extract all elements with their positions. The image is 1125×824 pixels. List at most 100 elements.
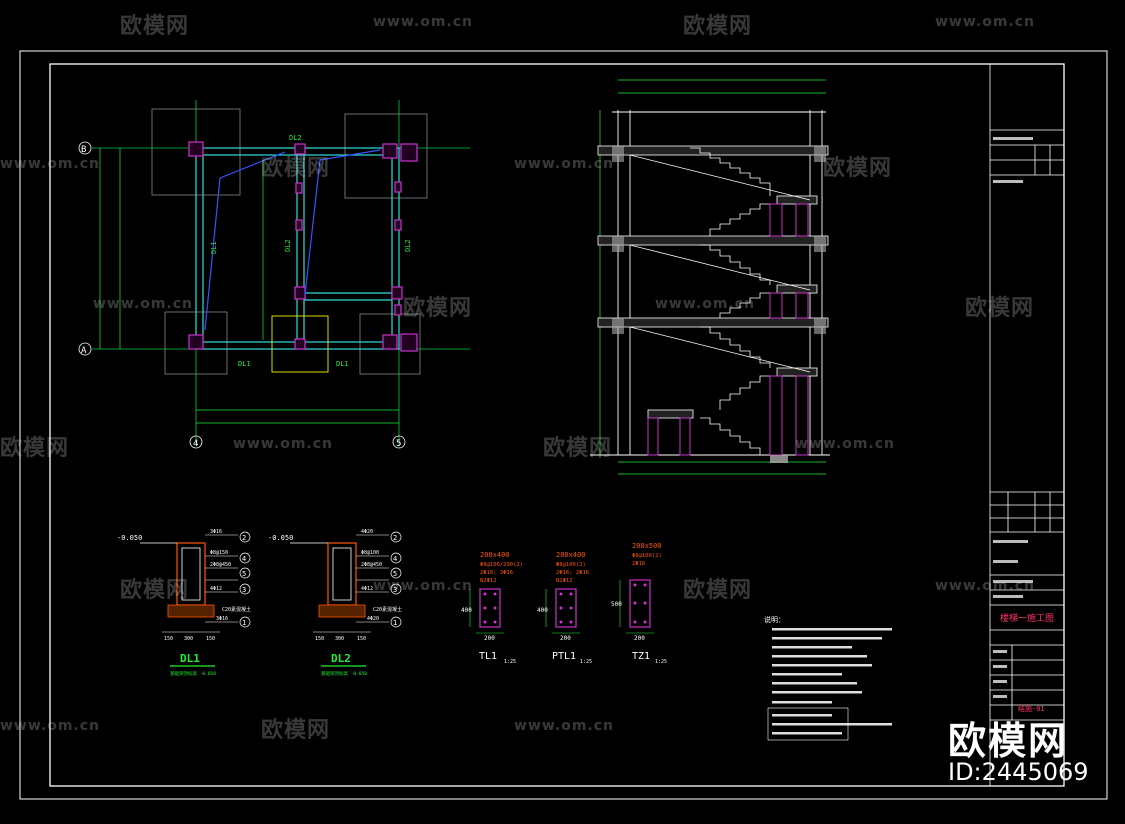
watermark-brand-10: 欧模网 [683,578,753,603]
watermark-url-11: www.om.cn [0,718,101,734]
dl1-callout-4: 4Φ12 [210,586,222,592]
dl2-num-1: 2 [393,534,397,542]
dl1-callout-2: Φ8@150 [210,550,228,556]
tl1-drawing [469,588,504,634]
tl1-scale: 1:25 [504,659,516,665]
section-dim-lines [599,79,826,475]
tz1-size: 200x500 [632,542,662,550]
section-wall-ends [612,146,826,463]
dl1-dim-b: 300 [184,636,193,642]
dl1-title: DL1 [180,652,200,665]
watermark-brand-5: 欧模网 [403,296,473,321]
ptl1-drawing [545,588,580,634]
dl2-dim-b: 300 [335,636,344,642]
ptl1-rebar-1: Φ8@100(2) [556,562,586,568]
plan-beam-dl2-right: DL2 [404,239,412,252]
dl1-num-3: 5 [242,570,246,578]
dl2-callout-1: 4Φ20 [361,529,373,535]
dl1-num-1: 2 [242,534,246,542]
stair-flights [629,147,811,455]
tz1-title: TZ1 [632,651,650,662]
tz1-h: 500 [611,601,622,608]
watermark-url-2: www.om.cn [935,14,1036,30]
foundation-plan: B A 4 5 DL2 DL1 DL1 DL1 DL2 DL2 [78,100,470,449]
title-block [989,64,1064,786]
tl1-title: TL1 [479,651,497,662]
ptl1-size: 200x400 [556,551,586,559]
watermark-url-9: www.om.cn [373,578,474,594]
ptl1-scale: 1:25 [580,659,592,665]
dl2-callout-5: C20素混凝土 [373,606,402,613]
watermark-url-12: www.om.cn [514,718,615,734]
dl1-callout-1: 3Φ16 [210,529,222,535]
tz1-scale: 1:25 [655,659,667,665]
ptl1-rebar-2: 2Φ16; 2Φ16 [556,570,589,576]
plan-columns [188,141,418,352]
axis-bubbles [78,141,406,449]
dl1-dim-a: 150 [164,636,173,642]
tl1-size: 200x400 [480,551,510,559]
drawing-inner-border [49,63,1065,787]
dl2-callout-4: 4Φ12 [361,586,373,592]
dl1-elev: -0.050 [117,534,142,542]
section-structure [590,110,830,456]
watermark-brand-2: 欧模网 [683,14,753,39]
beam-section-dl2-drawing [290,534,389,633]
dl2-dim-c: 150 [357,636,366,642]
watermark-brand-1: 欧模网 [120,14,190,39]
tz1-rebar-2: 2Φ16 [632,561,645,567]
axis-label-4: 4 [193,439,198,449]
dl2-elev: -0.050 [268,534,293,542]
beam-section-dl1-drawing [140,534,238,633]
ptl1-title: PTL1 [552,651,576,662]
plan-beam-dl2-top: DL2 [289,134,302,142]
dl2-callout-3: 2Φ8@450 [361,562,382,568]
watermark-url-1: www.om.cn [373,14,474,30]
watermark-brand-3: 欧模网 [261,156,331,181]
plan-beam-dl2-mid: DL2 [284,239,292,252]
dl2-dim-a: 150 [315,636,324,642]
section-slabs [597,145,829,419]
tz1-rebar-1: Φ8@100(2) [632,553,662,559]
dl1-callout-5: C20素混凝土 [222,606,251,613]
tl1-w: 200 [484,635,495,642]
plan-beam-dl1-mid: DL1 [210,241,218,254]
plan-beam-dl1-left: DL1 [238,360,251,368]
watermark-url-10: www.om.cn [935,578,1036,594]
watermark-url-3: www.om.cn [0,156,101,172]
tl1-rebar-3: N2Φ12 [480,578,497,584]
ptl1-w: 200 [560,635,571,642]
tl1-rebar-2: 2Φ16; 3Φ16 [480,570,513,576]
notes-table-box [767,707,849,741]
dl2-sub: 基础梁顶标高 -0.050 [321,670,367,677]
watermark-url-4: www.om.cn [514,156,615,172]
tz1-w: 200 [634,635,645,642]
dl2-num-2: 4 [393,555,397,563]
dl2-title: DL2 [331,652,351,665]
dl1-sub: 基础梁顶标高 -0.050 [170,670,216,677]
axis-label-5: 5 [396,439,401,449]
brand-id-text: ID:2445069 [948,758,1089,786]
title-block-small-text [993,137,1033,698]
tl1-h: 400 [461,607,472,614]
plan-dimensions [99,148,399,424]
drawing-outer-border [19,50,1108,800]
watermark-brand-4: 欧模网 [823,156,893,181]
ptl1-h: 400 [537,607,548,614]
dl2-callout-6: 4Φ20 [367,616,379,622]
callout-bubbles [239,531,402,628]
watermark-url-6: www.om.cn [655,296,756,312]
dl1-callout-6: 3Φ16 [216,616,228,622]
watermark-brand-9: 欧模网 [120,578,190,603]
dl2-num-5: 1 [393,619,397,627]
watermark-url-7: www.om.cn [233,436,334,452]
ptl1-rebar-3: N2Φ12 [556,578,573,584]
stair-section [590,79,830,475]
notes-title: 说明： [764,615,785,624]
watermark-brand-7: 欧模网 [0,436,70,461]
tz1-drawing [619,579,654,634]
watermark-brand-6: 欧模网 [965,296,1035,321]
watermark-url-8: www.om.cn [795,436,896,452]
dl2-num-3: 5 [393,570,397,578]
